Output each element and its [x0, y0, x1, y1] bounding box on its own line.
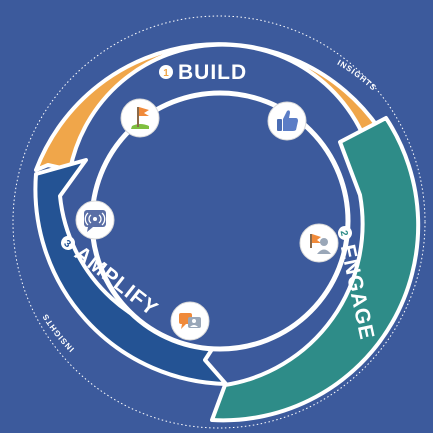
build-step-number: 1	[163, 68, 169, 79]
amplify-segment	[33, 158, 228, 386]
engage-segment	[210, 116, 421, 423]
build-label-group: 1 BUILD	[159, 61, 247, 84]
flag-on-grass-icon	[120, 98, 160, 138]
flag-with-person-icon	[299, 223, 339, 263]
broadcast-bubble-icon	[75, 200, 115, 240]
speech-bubbles-icon	[170, 301, 210, 341]
amplify-step-badge	[61, 236, 75, 250]
build-step-badge	[159, 65, 173, 79]
amplify-step-number: 3	[61, 238, 73, 250]
build-label: BUILD	[178, 61, 247, 84]
engage-step-number: 2	[338, 229, 350, 237]
cycle-ring	[33, 42, 421, 423]
insights-label-bottom: INSIGHTS	[40, 312, 76, 354]
engage-step-badge	[338, 226, 352, 240]
thumbs-up-icon	[267, 101, 307, 141]
insights-dotted-ring	[12, 15, 426, 429]
